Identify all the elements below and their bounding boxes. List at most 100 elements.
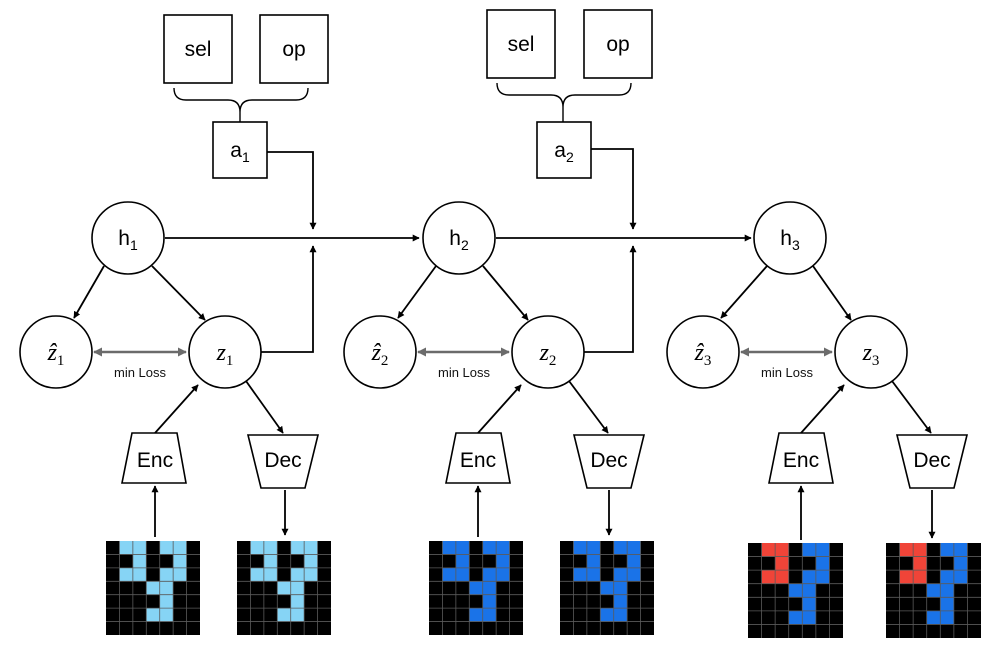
action-group-1: sel op a1 — [163, 14, 329, 230]
grid-2-output — [560, 541, 654, 635]
grid-cell — [482, 541, 497, 555]
grid-cell — [442, 541, 456, 555]
grid-cell — [815, 543, 830, 557]
grid-cell — [173, 541, 187, 555]
grid-1-input — [106, 541, 200, 635]
grid-cell — [263, 541, 278, 555]
grid-cell — [290, 541, 305, 555]
grid-cell — [953, 556, 968, 571]
grid-cell — [132, 567, 147, 582]
arrow-a1-to-merge — [267, 151, 317, 230]
zhat1-node — [19, 315, 93, 389]
arrow-z2-to-merge — [584, 245, 637, 353]
grid-cell — [482, 594, 497, 609]
arrow-a2-to-merge — [591, 148, 637, 230]
grid-cell — [913, 543, 927, 557]
grid-cell — [146, 608, 160, 622]
decoder-1 — [246, 434, 320, 489]
grid-cell — [482, 581, 497, 595]
grid-cell — [455, 554, 470, 568]
arrow-h2-to-z2 — [482, 265, 529, 321]
decoder-label-1: Dec — [264, 449, 301, 472]
brace-2 — [496, 82, 632, 108]
encoder-label-2: Enc — [460, 449, 496, 472]
z2-node — [511, 315, 585, 389]
grid-cell — [802, 543, 816, 557]
grid-cell — [573, 541, 587, 555]
grid-cell — [482, 567, 497, 582]
encoder-3 — [768, 432, 834, 484]
grid-cell — [788, 583, 803, 598]
grid-cell — [250, 541, 264, 555]
grid-cell — [802, 597, 816, 611]
grid-1-output — [237, 541, 331, 635]
grid-cell — [627, 567, 641, 582]
z3-node — [834, 315, 908, 389]
grid-cell — [775, 556, 789, 571]
grid-cell — [482, 608, 497, 622]
grid-cell — [761, 543, 776, 557]
arrow-z1-to-dec1 — [245, 380, 284, 434]
grid-cell — [586, 554, 601, 568]
grid-cell — [304, 541, 318, 555]
min-loss-label-2: min Loss — [438, 365, 491, 380]
zhat3-label: ẑ3 — [694, 340, 712, 369]
grid-cell — [304, 567, 318, 582]
grid-cell — [290, 594, 305, 609]
grid-cell — [159, 608, 174, 622]
grid-3-output — [886, 543, 981, 638]
action-box-1 — [212, 121, 268, 179]
grid-cell — [802, 583, 816, 598]
h2-label: h2 — [449, 227, 469, 253]
encoder-2 — [445, 432, 511, 484]
grid-cell — [627, 554, 641, 568]
action-label-1: a1 — [230, 139, 250, 165]
grid-cell — [132, 541, 147, 555]
grid-layer — [106, 541, 981, 638]
step-2: h2 ẑ2 z2 min Loss Enc Dec — [343, 201, 646, 537]
grid-cell — [802, 610, 816, 625]
grid-cell — [913, 556, 927, 571]
action-label-2: a2 — [554, 139, 574, 165]
grid-cell — [815, 570, 830, 584]
action-box-2 — [536, 121, 592, 179]
grid-cell — [613, 581, 628, 595]
sel-label-1: sel — [185, 38, 212, 61]
arrow-z1-to-merge — [260, 245, 317, 353]
encoder-label-1: Enc — [137, 449, 173, 472]
grid-cell — [455, 541, 470, 555]
z2-label: z2 — [539, 340, 557, 369]
grid-cell — [573, 567, 587, 582]
grid-cell — [442, 567, 456, 582]
decoder-3 — [895, 434, 969, 489]
grid-cell — [613, 608, 628, 622]
grid-cell — [250, 567, 264, 582]
sel-box-2 — [486, 9, 556, 79]
grid-cell — [940, 610, 954, 625]
grid-cell — [496, 567, 510, 582]
grid-cell — [815, 556, 830, 571]
h3-node — [753, 201, 827, 275]
step-3: h3 ẑ3 z3 min Loss Enc Dec — [666, 201, 969, 540]
grid-cell — [600, 608, 614, 622]
z3-label: z3 — [862, 340, 880, 369]
zhat1-label: ẑ1 — [47, 340, 65, 369]
zhat2-label: ẑ2 — [371, 340, 389, 369]
h2-node — [422, 201, 496, 275]
grid-cell — [940, 583, 954, 598]
op-label-1: op — [282, 38, 305, 61]
z1-node — [188, 315, 262, 389]
grid-cell — [496, 541, 510, 555]
encoder-1 — [121, 432, 187, 484]
decoder-2 — [572, 434, 646, 489]
op-box-2 — [583, 9, 653, 79]
grid-cell — [159, 581, 174, 595]
grid-cell — [263, 567, 278, 582]
min-loss-label-3: min Loss — [761, 365, 814, 380]
grid-cell — [469, 581, 483, 595]
grid-cell — [496, 554, 510, 568]
grid-cell — [926, 583, 941, 598]
grid-cell — [263, 554, 278, 568]
arrow-z3-to-dec3 — [891, 380, 932, 434]
grid-cell — [119, 567, 133, 582]
